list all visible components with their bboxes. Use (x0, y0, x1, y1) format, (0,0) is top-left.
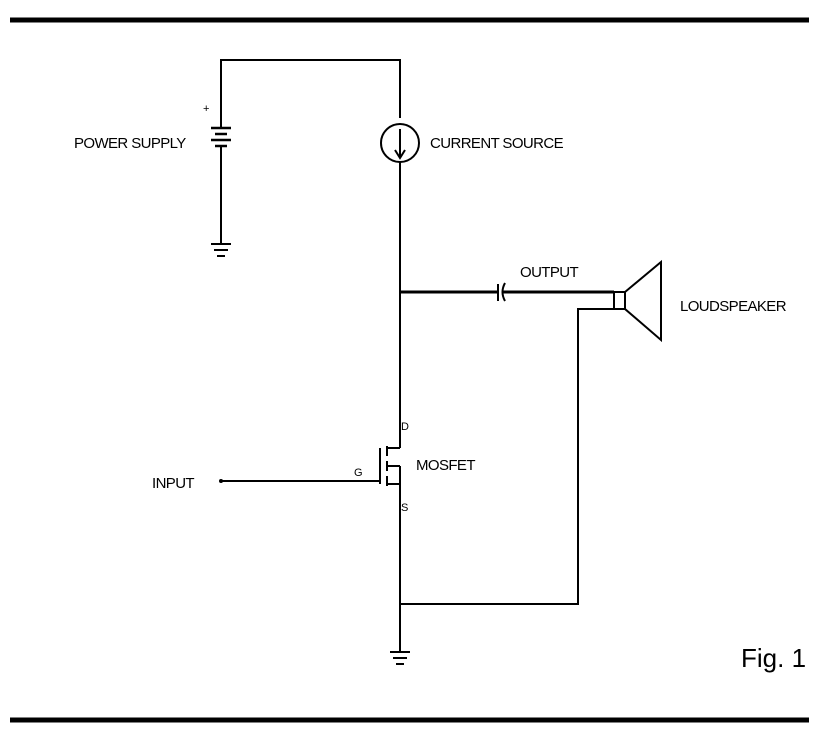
input-terminal (219, 479, 223, 483)
output-capacitor-icon (497, 282, 506, 302)
power-supply-ground-icon (211, 243, 231, 257)
gate-label: G (354, 467, 363, 479)
power-supply-label: POWER SUPPLY (74, 135, 186, 152)
speaker-return-wire (400, 308, 614, 605)
mosfet-label: MOSFET (416, 457, 475, 474)
current-source-icon (380, 123, 420, 163)
loudspeaker-icon (613, 259, 662, 343)
drain-label: D (401, 421, 409, 433)
figure-caption: Fig. 1 (741, 643, 806, 673)
source-label: S (401, 502, 408, 514)
power-supply-battery-symbol (211, 59, 401, 244)
plus-sign: + (203, 103, 209, 115)
output-label: OUTPUT (520, 264, 579, 281)
mosfet-icon (379, 446, 401, 486)
input-label: INPUT (152, 475, 194, 492)
loudspeaker-label: LOUDSPEAKER (680, 298, 787, 315)
current-source-label: CURRENT SOURCE (430, 135, 564, 152)
ground-icon (390, 651, 410, 665)
